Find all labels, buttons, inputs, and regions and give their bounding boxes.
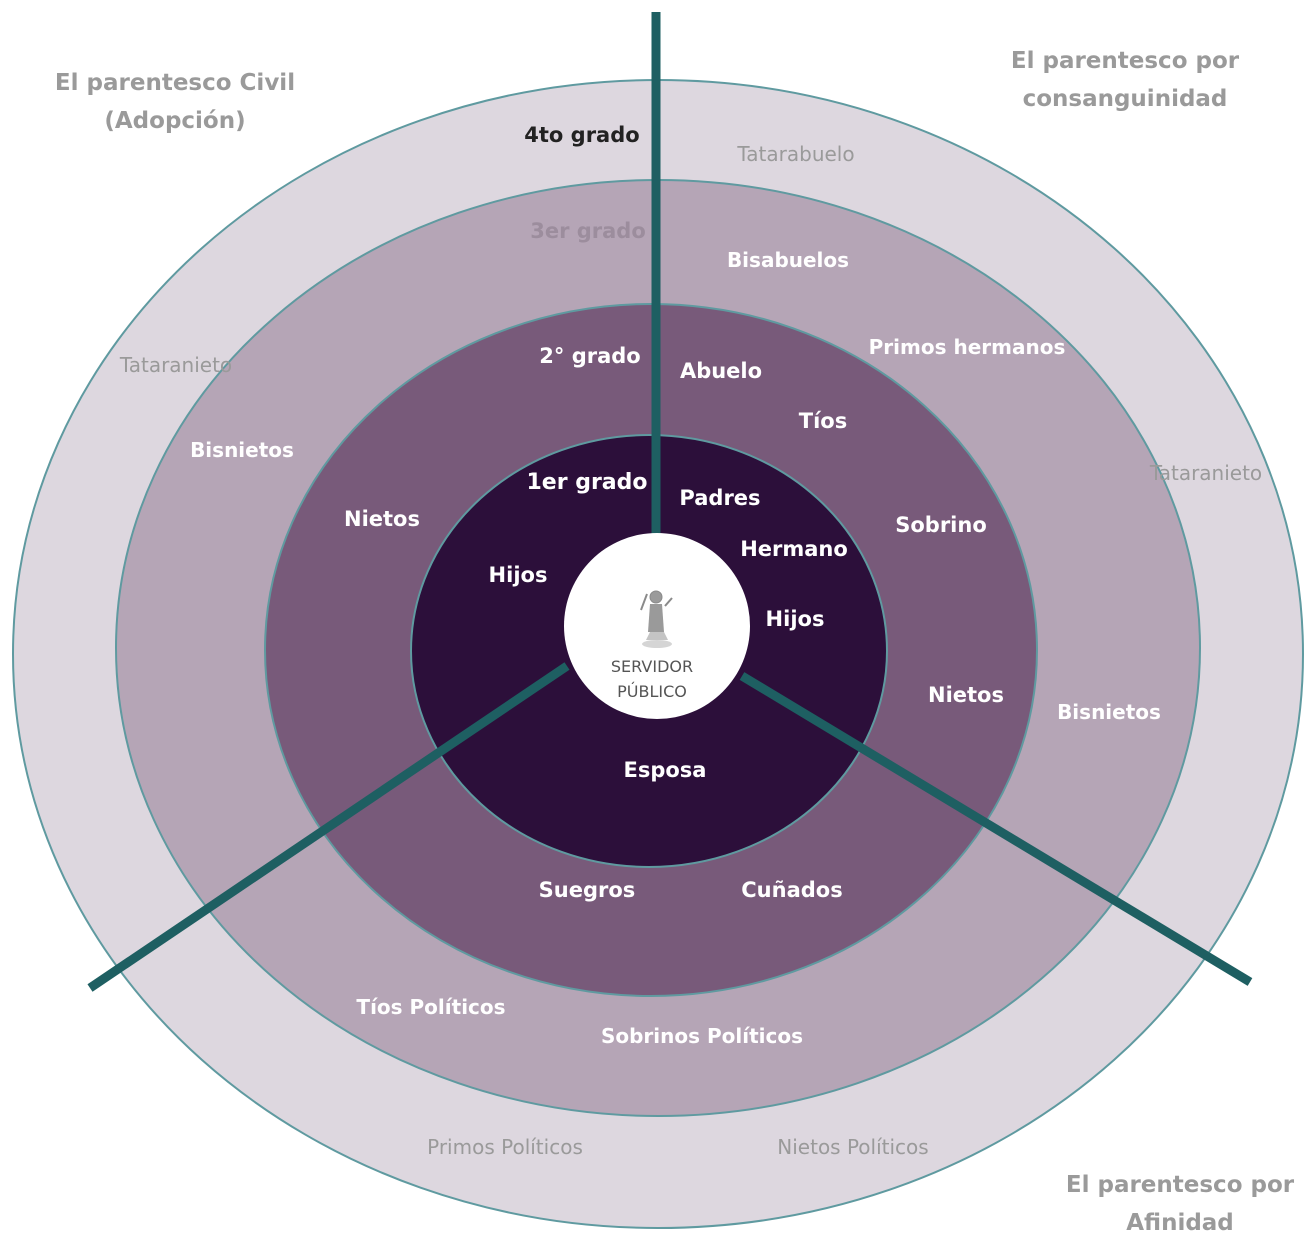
label-nietos-left: Nietos xyxy=(344,507,420,531)
label-suegros: Suegros xyxy=(539,878,636,902)
label-bisnietos-right: Bisnietos xyxy=(1057,700,1161,724)
grade-label-4: 4to grado xyxy=(524,123,639,147)
label-hijos-left: Hijos xyxy=(489,563,548,587)
corner-label-civil: El parentesco Civil (Adopción) xyxy=(40,64,310,140)
label-primos-hermanos: Primos hermanos xyxy=(869,335,1066,359)
grade-label-1: 1er grado xyxy=(526,470,647,495)
corner-consanguinidad-line1: El parentesco por xyxy=(1010,48,1240,74)
grade-label-3: 3er grado xyxy=(530,219,646,243)
corner-label-afinidad: El parentesco por Afinidad xyxy=(1052,1166,1308,1237)
divider-line-right xyxy=(739,672,1253,986)
label-bisabuelos: Bisabuelos xyxy=(727,248,849,272)
corner-consanguinidad-line2: consanguinidad xyxy=(1022,86,1228,112)
corner-civil-line1: El parentesco Civil xyxy=(54,70,296,96)
label-padres: Padres xyxy=(679,486,760,510)
label-esposa: Esposa xyxy=(624,758,707,782)
label-sobrino: Sobrino xyxy=(895,513,987,537)
corner-civil-line2: (Adopción) xyxy=(104,108,246,134)
label-abuelo: Abuelo xyxy=(680,359,762,383)
label-primos-politicos: Primos Políticos xyxy=(427,1135,583,1159)
label-sobrinos-politicos: Sobrinos Políticos xyxy=(601,1024,803,1048)
corner-afinidad-line2: Afinidad xyxy=(1126,1210,1234,1236)
label-nietos-right: Nietos xyxy=(928,683,1004,707)
label-cunados: Cuñados xyxy=(741,878,842,902)
label-tios-politicos: Tíos Políticos xyxy=(356,995,505,1019)
corner-afinidad-line1: El parentesco por xyxy=(1065,1172,1295,1198)
label-hijos-right: Hijos xyxy=(766,607,825,631)
center-label-line2: PÚBLICO xyxy=(617,682,687,701)
label-tatarabuelo: Tatarabuelo xyxy=(736,142,854,166)
center-label-line1: SERVIDOR xyxy=(611,657,693,676)
divider-line-left xyxy=(87,662,570,992)
label-tios: Tíos xyxy=(799,409,847,433)
label-tataranieto-left: Tataranieto xyxy=(119,353,232,377)
label-tataranieto-right: Tataranieto xyxy=(1149,461,1262,485)
justice-statue-icon xyxy=(640,590,673,648)
label-bisnietos-left: Bisnietos xyxy=(190,438,294,462)
grade-label-2: 2° grado xyxy=(539,344,640,368)
label-nietos-politicos: Nietos Políticos xyxy=(777,1135,928,1159)
label-hermano: Hermano xyxy=(740,537,848,561)
corner-label-consanguinidad: El parentesco por consanguinidad xyxy=(990,42,1260,118)
